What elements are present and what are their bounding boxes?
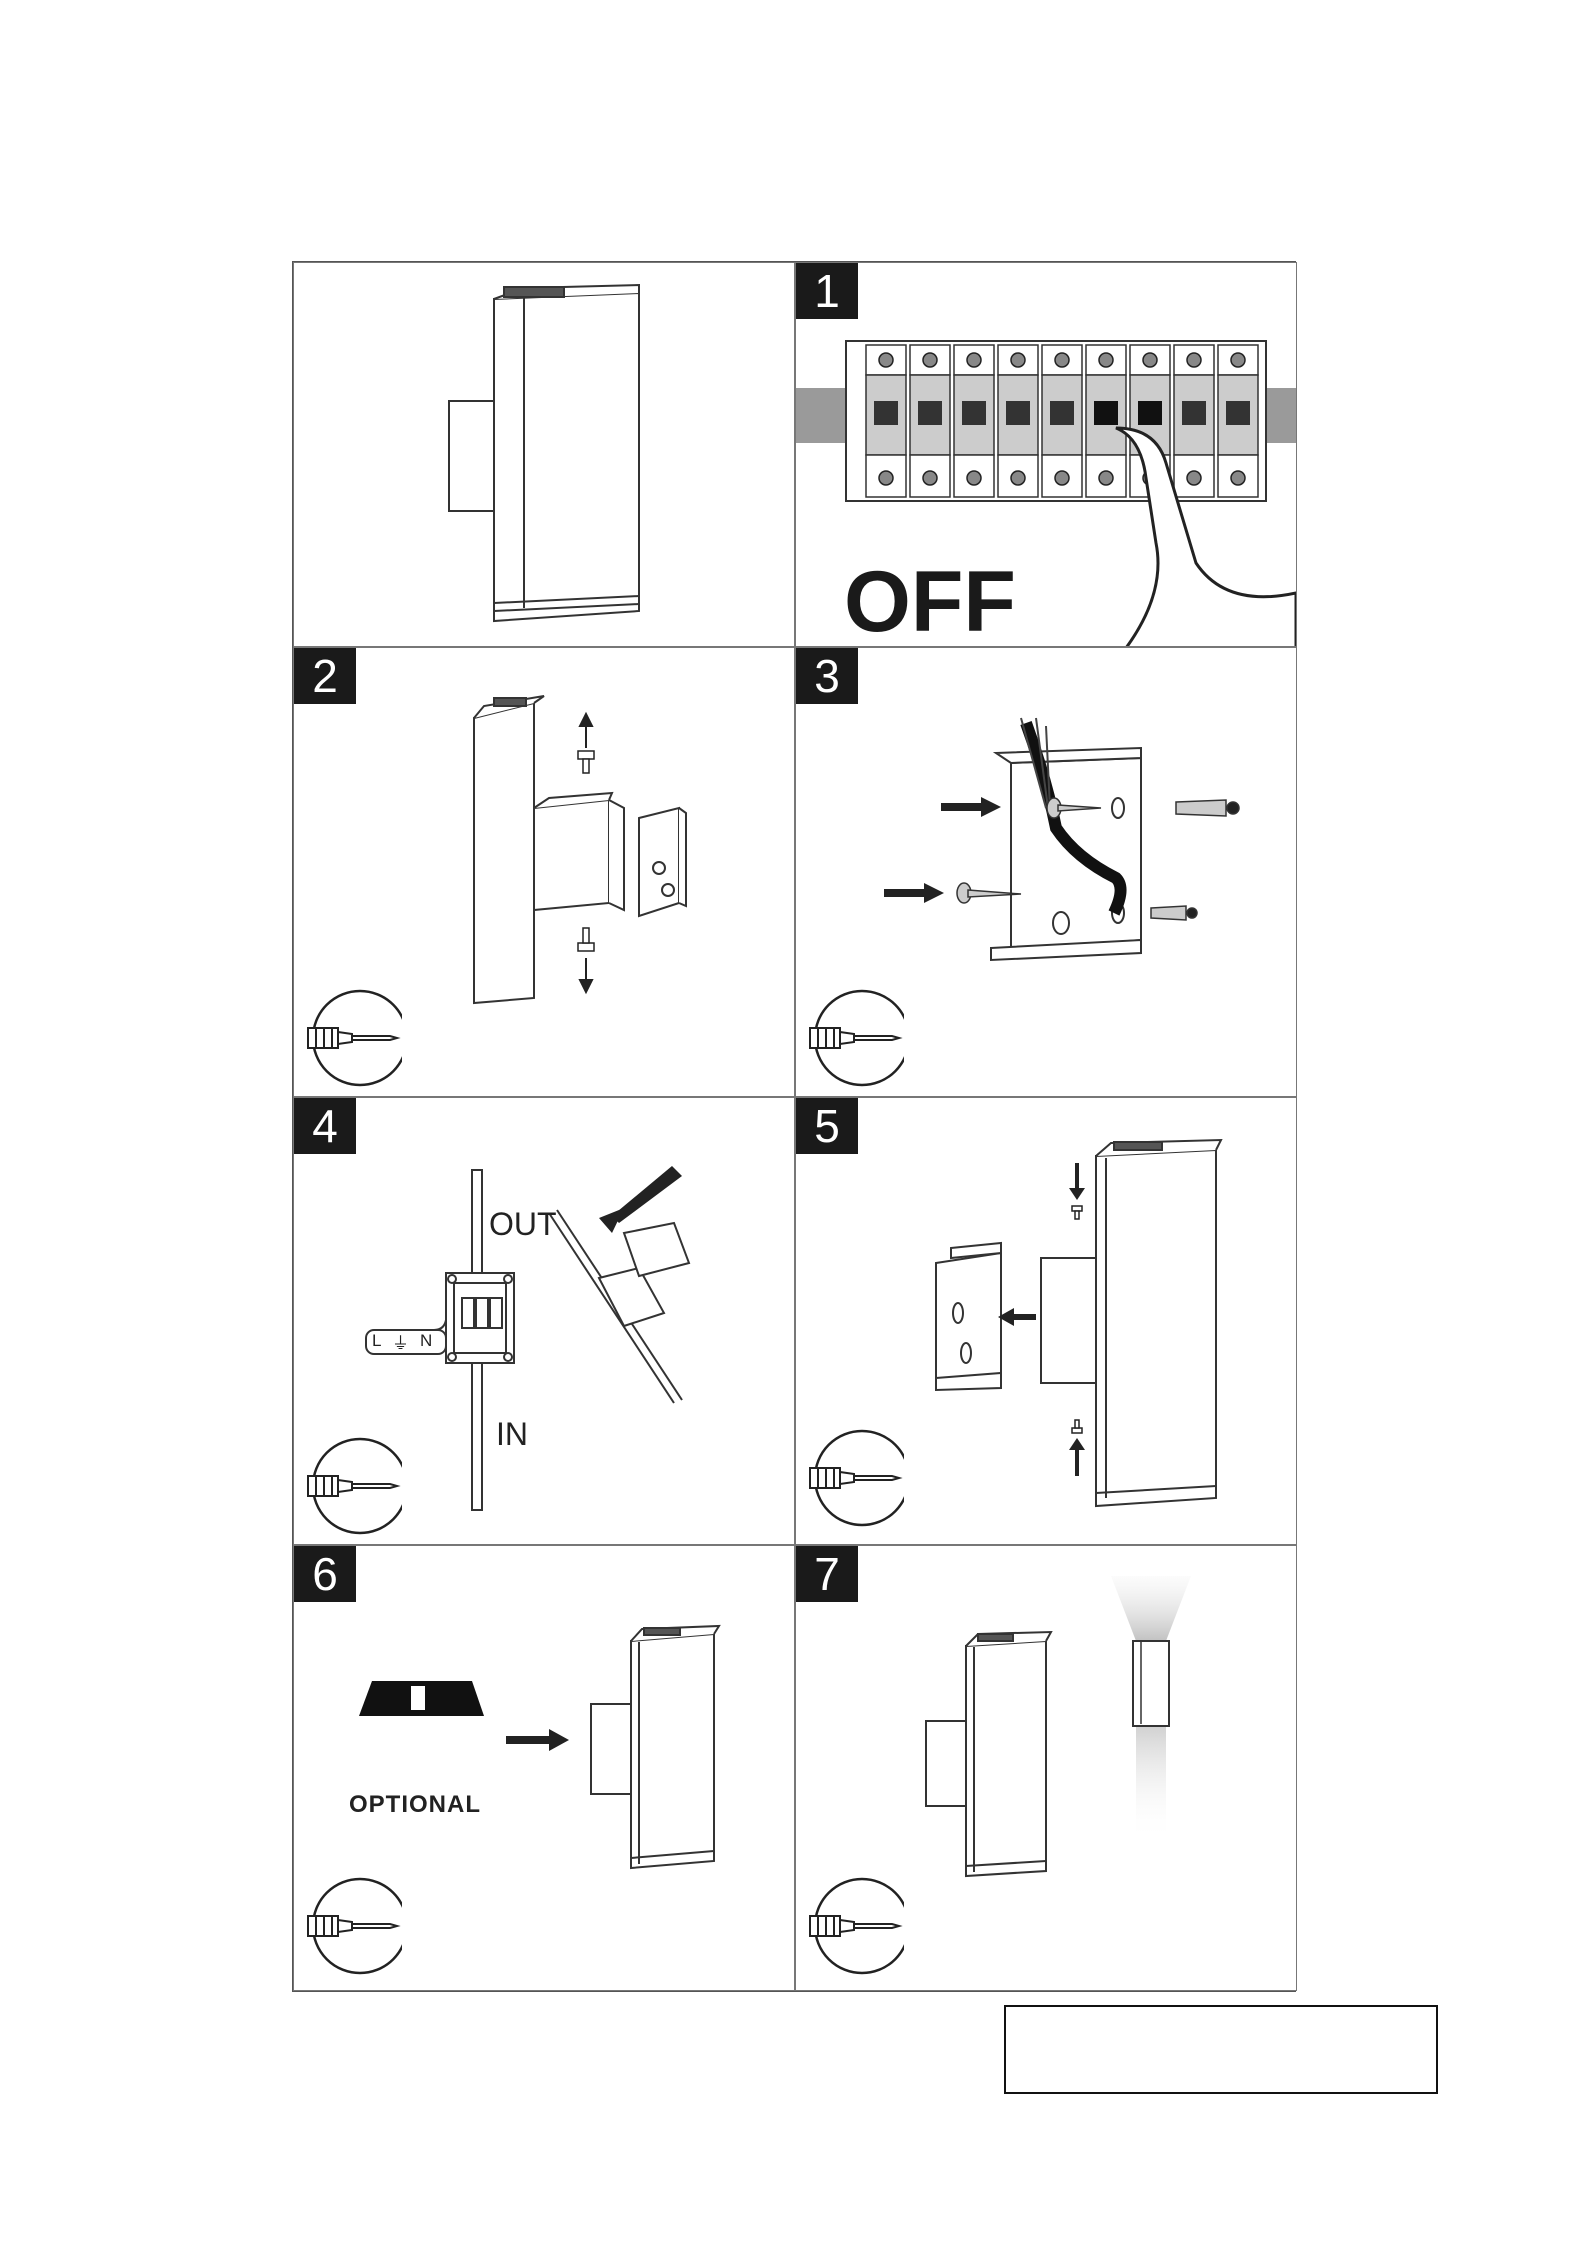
panel-step-3: 3 <box>795 647 1297 1097</box>
empty-label-box <box>1004 2005 1438 2094</box>
screwdriver-icon <box>804 988 904 1088</box>
step-number: 6 <box>294 1546 356 1602</box>
off-caption: OFF <box>844 553 1016 647</box>
panel-step-4: 4 OUT IN L ⏚ N <box>293 1097 795 1545</box>
arrow-icon <box>884 797 1001 903</box>
screwdriver-icon <box>804 1428 904 1528</box>
panel-step-2: 2 <box>293 647 795 1097</box>
instruction-grid: 1 OFF <box>292 261 1296 1992</box>
panel-step-6: 6 OPTIONAL <box>293 1545 795 1991</box>
screwdriver-icon <box>302 988 402 1088</box>
terminal-n-label: N <box>420 1331 432 1351</box>
in-label: IN <box>496 1416 528 1453</box>
panel-step-5: 5 <box>795 1097 1297 1545</box>
screwdriver-icon <box>302 1436 402 1536</box>
panel-step-1: 1 OFF <box>795 262 1297 647</box>
terminal-l-label: L <box>372 1331 381 1351</box>
out-label: OUT <box>489 1206 557 1243</box>
optional-label: OPTIONAL <box>349 1791 481 1819</box>
earth-icon: ⏚ <box>392 1329 409 1354</box>
step-number: 1 <box>796 263 858 319</box>
screwdriver-icon <box>302 1876 402 1976</box>
screwdriver-icon <box>804 1876 904 1976</box>
arrow-icon <box>506 1729 569 1751</box>
step-number: 5 <box>796 1098 858 1154</box>
wall-lamp-illustration <box>294 263 795 647</box>
step-number: 7 <box>796 1546 858 1602</box>
panel-product <box>293 262 795 647</box>
step-number: 2 <box>294 648 356 704</box>
panel-step-7: 7 <box>795 1545 1297 1991</box>
step-number: 4 <box>294 1098 356 1154</box>
step-number: 3 <box>796 648 858 704</box>
